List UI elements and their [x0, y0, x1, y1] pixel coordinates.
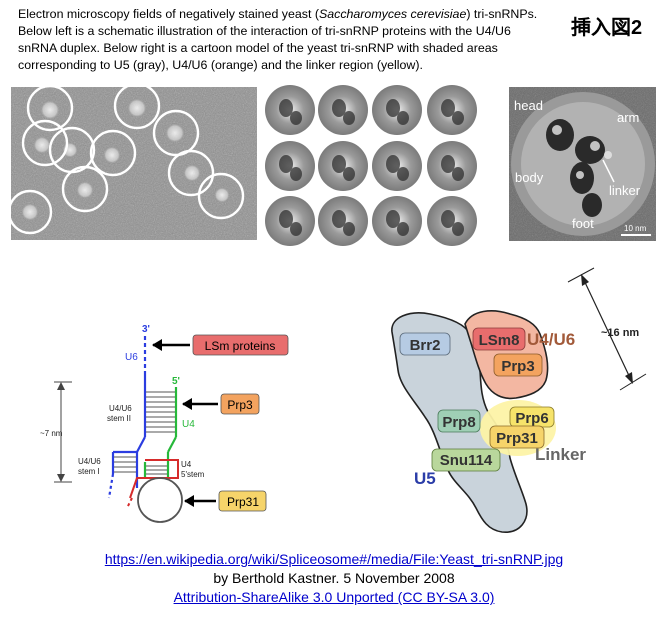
stem1-label-b: stem I: [78, 467, 100, 476]
prp31-cartoon-label: Prp31: [496, 430, 538, 447]
stem1-label-a: U4/U6: [78, 457, 101, 466]
prp8-blob: [437, 409, 481, 433]
snu114-blob: [431, 448, 501, 472]
linker-pointer: [602, 159, 615, 183]
u4u6-schematic: ~7 nm 3' U6 5' U4 U4/U6 stem II U4/U6 st…: [40, 324, 289, 523]
size-label: ~16 nm: [601, 327, 639, 339]
prp6-label: Prp6: [515, 410, 548, 427]
distance-label: ~7 nm: [40, 429, 63, 438]
u4-5stem-label-b: 5'stem: [181, 470, 205, 479]
scale-bar-label: 10 nm: [624, 224, 647, 233]
stem2-label-a: U4/U6: [109, 404, 132, 413]
lsm-proteins-label: LSm proteins: [205, 339, 276, 353]
brr2-label: Brr2: [410, 337, 441, 354]
stem2-label-b: stem II: [107, 414, 131, 423]
caption-line1-pre: Electron microscopy fields of negatively…: [18, 7, 319, 21]
u4-5stem-label-a: U4: [181, 460, 192, 469]
author-line: by Berthold Kastner. 5 November 2008: [213, 570, 455, 586]
annotated-class-average: head arm body linker foot 10 nm: [509, 87, 656, 241]
prp31-box: [218, 490, 267, 512]
prp3-box: [220, 393, 260, 415]
class-averages-grid: [265, 85, 477, 246]
u4-label: U4: [182, 419, 195, 430]
u6-label: U6: [125, 352, 138, 363]
prp8-label: Prp8: [442, 414, 475, 431]
prp31-label: Prp31: [227, 495, 259, 509]
caption-line1-post: ) tri-snRNPs.: [466, 7, 538, 21]
u4u6-cartoon-label: U4/U6: [527, 330, 575, 349]
prp3-blob: [493, 353, 543, 377]
lsm8-blob: [472, 327, 526, 351]
caption-species: Saccharomyces cerevisiae: [318, 7, 467, 21]
caption-rest: Below left is a schematic illustration o…: [18, 24, 511, 72]
figure-caption: Electron microscopy fields of negatively…: [18, 6, 548, 74]
tri-snrnp-cartoon: Brr2 LSm8 Prp3 U4/U6 Prp8 Prp6 Prp31 Snu…: [391, 267, 647, 533]
u5-cartoon-label: U5: [414, 469, 436, 488]
prp3-label: Prp3: [227, 398, 253, 412]
strand-3p-label: 3': [142, 324, 150, 335]
license-link[interactable]: Attribution-ShareAlike 3.0 Unported (CC …: [173, 589, 495, 605]
strand-5p-label: 5': [172, 376, 180, 387]
em-label-linker: linker: [609, 183, 641, 198]
em-label-arm: arm: [617, 110, 639, 125]
em-field-image: [7, 82, 257, 240]
lsm8-label: LSm8: [479, 332, 520, 349]
linker-cartoon-label: Linker: [535, 445, 586, 464]
prp31-blob: [489, 425, 545, 449]
lsm-proteins-box: [192, 334, 289, 356]
em-label-body: body: [515, 170, 544, 185]
source-link[interactable]: https://en.wikipedia.org/wiki/Spliceosom…: [104, 551, 564, 567]
snu114-label: Snu114: [440, 452, 493, 469]
brr2-blob: [399, 332, 451, 356]
figure-label: 挿入図2: [571, 17, 643, 39]
image-credits: https://en.wikipedia.org/wiki/Spliceosom…: [0, 550, 668, 607]
em-label-head: head: [514, 98, 543, 113]
prp3-cartoon-label: Prp3: [501, 358, 534, 375]
em-label-foot: foot: [572, 216, 594, 231]
em-images: head arm body linker foot 10 nm: [7, 82, 656, 246]
